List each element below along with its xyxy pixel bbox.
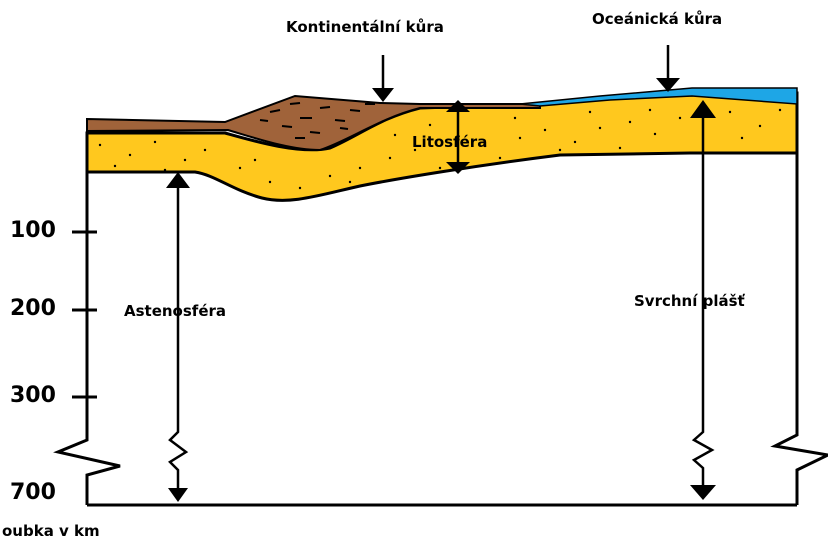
right-boundary-line xyxy=(775,153,828,505)
texture-dot xyxy=(239,167,241,169)
texture-dot xyxy=(654,133,656,135)
asthenosphere-label: Astenosféra xyxy=(124,302,226,320)
texture-dot xyxy=(649,109,651,111)
depth-tick-label: 300 xyxy=(10,383,56,408)
texture-dash xyxy=(282,126,292,127)
texture-dot xyxy=(741,137,743,139)
continental-crust-label: Kontinentální kůra xyxy=(286,18,444,36)
texture-dot xyxy=(394,134,396,136)
texture-dot xyxy=(779,109,781,111)
texture-dot xyxy=(599,127,601,129)
texture-dot xyxy=(499,157,501,159)
texture-dot xyxy=(589,111,591,113)
texture-dot xyxy=(299,187,301,189)
upper-mantle-label: Svrchní plášť xyxy=(634,292,745,310)
texture-dot xyxy=(429,124,431,126)
texture-dot xyxy=(164,169,166,171)
lithosphere-label: Litosféra xyxy=(412,133,487,151)
oceanic-crust-label: Oceánická kůra xyxy=(592,10,722,28)
texture-dash xyxy=(340,128,348,129)
texture-dot xyxy=(129,154,131,156)
continental-crust-pointer-head xyxy=(372,88,394,102)
texture-dash xyxy=(350,110,360,111)
texture-dot xyxy=(729,111,731,113)
texture-dot xyxy=(544,129,546,131)
texture-dash xyxy=(310,132,320,133)
texture-dot xyxy=(629,121,631,123)
texture-dot xyxy=(574,141,576,143)
asthenosphere-arrow-head-up xyxy=(166,172,190,188)
texture-dot xyxy=(519,137,521,139)
texture-dash xyxy=(260,120,268,121)
texture-dot xyxy=(349,181,351,183)
texture-dot xyxy=(204,149,206,151)
texture-dot xyxy=(154,141,156,143)
depth-tick-label: 700 xyxy=(10,480,56,505)
asthenosphere-arrow-shaft xyxy=(170,185,186,492)
depth-axis-label: oubka v km xyxy=(2,522,100,540)
texture-dash xyxy=(290,103,300,104)
asthenosphere-arrow-head-down xyxy=(168,488,188,502)
texture-dash xyxy=(320,107,330,108)
texture-dash xyxy=(335,120,345,121)
left-boundary-line xyxy=(58,172,120,505)
texture-dot xyxy=(254,159,256,161)
texture-dot xyxy=(559,149,561,151)
texture-dot xyxy=(514,117,516,119)
texture-dot xyxy=(619,147,621,149)
texture-dot xyxy=(389,157,391,159)
texture-dot xyxy=(439,167,441,169)
texture-dot xyxy=(114,165,116,167)
depth-tick-label: 200 xyxy=(10,296,56,321)
depth-tick-label: 100 xyxy=(10,218,56,243)
texture-dot xyxy=(184,159,186,161)
texture-dot xyxy=(329,175,331,177)
texture-dot xyxy=(759,125,761,127)
upper-mantle-arrow-head-down xyxy=(690,485,716,500)
texture-dot xyxy=(359,167,361,169)
texture-dot xyxy=(269,181,271,183)
texture-dot xyxy=(679,117,681,119)
texture-dot xyxy=(99,144,101,146)
